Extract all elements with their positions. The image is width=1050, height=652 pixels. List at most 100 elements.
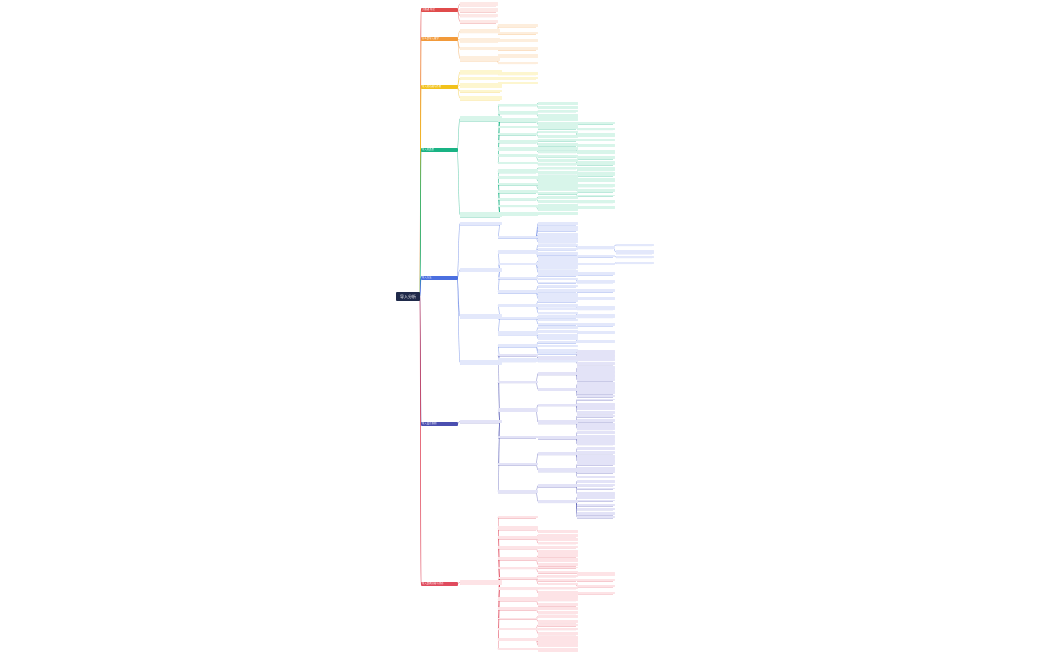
topic-node[interactable]	[460, 116, 502, 121]
topic-node[interactable]	[577, 358, 615, 361]
topic-node[interactable]	[616, 262, 654, 264]
topic-node[interactable]	[538, 192, 578, 195]
topic-node[interactable]	[577, 386, 615, 389]
topic-node[interactable]	[538, 546, 578, 548]
topic-node[interactable]	[498, 212, 538, 216]
topic-node[interactable]	[577, 459, 615, 462]
topic-node[interactable]	[498, 198, 538, 200]
topic-node[interactable]	[538, 323, 578, 326]
topic-node[interactable]	[538, 484, 578, 487]
topic-node[interactable]	[538, 468, 578, 472]
topic-node[interactable]	[460, 56, 500, 61]
topic-node[interactable]	[498, 638, 538, 641]
topic-node[interactable]	[538, 188, 578, 190]
topic-node[interactable]	[538, 131, 578, 133]
topic-node[interactable]	[538, 500, 578, 503]
topic-node[interactable]	[538, 388, 578, 391]
branch-node-2[interactable]: 什么是导入教学	[421, 37, 458, 41]
topic-node[interactable]	[498, 344, 538, 347]
topic-node[interactable]	[498, 118, 538, 122]
topic-node[interactable]	[577, 411, 615, 414]
topic-node[interactable]	[498, 77, 538, 79]
topic-node[interactable]	[538, 267, 578, 269]
topic-node[interactable]	[577, 439, 615, 442]
topic-node[interactable]	[538, 200, 578, 203]
topic-node[interactable]	[577, 415, 615, 418]
topic-node[interactable]	[460, 38, 500, 42]
topic-node[interactable]	[538, 241, 578, 243]
topic-node[interactable]	[538, 334, 578, 338]
topic-node[interactable]	[498, 72, 538, 75]
topic-node[interactable]	[498, 567, 538, 569]
topic-node[interactable]	[460, 14, 498, 17]
topic-node[interactable]	[577, 314, 615, 317]
topic-node[interactable]	[460, 2, 498, 6]
topic-node[interactable]	[577, 133, 615, 137]
topic-node[interactable]	[538, 159, 578, 162]
topic-node[interactable]	[577, 255, 615, 258]
topic-node[interactable]	[460, 83, 502, 88]
topic-node[interactable]	[577, 443, 615, 445]
topic-node[interactable]	[498, 162, 538, 164]
topic-node[interactable]	[498, 104, 538, 106]
topic-node[interactable]	[538, 558, 578, 561]
topic-node[interactable]	[538, 126, 578, 129]
topic-node[interactable]	[577, 150, 615, 154]
topic-node[interactable]	[577, 184, 615, 187]
topic-node[interactable]	[498, 317, 538, 319]
topic-node[interactable]	[538, 550, 578, 554]
topic-node[interactable]	[538, 530, 578, 533]
topic-node[interactable]	[577, 172, 615, 176]
topic-node[interactable]	[616, 256, 654, 258]
topic-node[interactable]	[577, 592, 615, 594]
topic-node[interactable]	[498, 62, 538, 64]
topic-node[interactable]	[577, 246, 615, 249]
topic-node[interactable]	[538, 183, 578, 187]
topic-node[interactable]	[538, 139, 578, 142]
topic-node[interactable]	[498, 82, 538, 84]
topic-node[interactable]	[577, 200, 615, 202]
topic-node[interactable]	[498, 408, 538, 411]
topic-node[interactable]	[616, 250, 654, 254]
topic-node[interactable]	[498, 111, 538, 114]
topic-node[interactable]	[577, 340, 615, 343]
topic-node[interactable]	[577, 167, 615, 171]
topic-node[interactable]	[498, 47, 538, 51]
topic-node[interactable]	[538, 542, 578, 544]
topic-node[interactable]	[577, 122, 615, 124]
topic-node[interactable]	[538, 554, 578, 557]
topic-node[interactable]	[460, 212, 502, 217]
topic-node[interactable]	[538, 534, 578, 537]
topic-node[interactable]	[498, 546, 538, 549]
topic-node[interactable]	[498, 526, 538, 530]
topic-node[interactable]	[460, 20, 498, 23]
branch-node-7[interactable]: 导入案例分析与评价	[421, 582, 458, 586]
topic-node[interactable]	[498, 263, 538, 265]
topic-node[interactable]	[577, 306, 615, 310]
topic-node[interactable]	[498, 54, 538, 57]
topic-node[interactable]	[460, 8, 498, 12]
topic-node[interactable]	[538, 452, 578, 455]
topic-node[interactable]	[538, 106, 578, 109]
topic-node[interactable]	[538, 167, 578, 169]
topic-node[interactable]	[577, 128, 615, 130]
topic-node[interactable]	[538, 147, 578, 150]
topic-node[interactable]	[577, 476, 615, 478]
topic-node[interactable]	[538, 312, 578, 314]
topic-node[interactable]	[577, 263, 615, 265]
topic-node[interactable]	[577, 467, 615, 470]
topic-node[interactable]	[538, 603, 578, 606]
topic-node[interactable]	[577, 139, 615, 141]
topic-node[interactable]	[577, 451, 615, 454]
topic-node[interactable]	[498, 169, 538, 173]
topic-node[interactable]	[577, 390, 615, 394]
topic-node[interactable]	[498, 250, 538, 254]
topic-node[interactable]	[498, 331, 538, 335]
topic-node[interactable]	[538, 222, 578, 225]
topic-node[interactable]	[577, 447, 615, 450]
topic-node[interactable]	[498, 628, 538, 630]
topic-node[interactable]	[460, 420, 502, 423]
topic-node[interactable]	[577, 156, 615, 160]
topic-node[interactable]	[577, 516, 615, 518]
topic-node[interactable]	[577, 289, 615, 293]
